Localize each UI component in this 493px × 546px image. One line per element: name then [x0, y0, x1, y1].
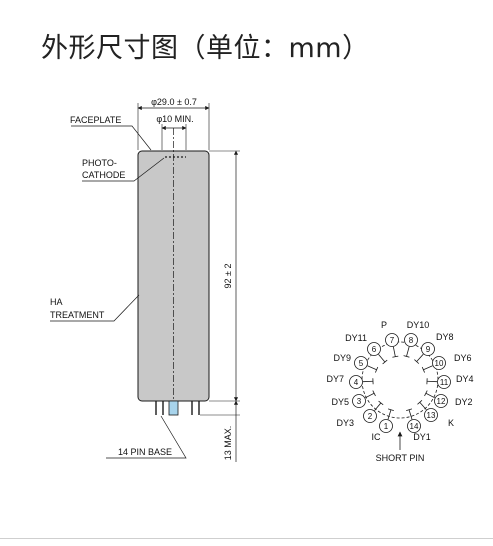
- pin-8-circle: [404, 333, 418, 347]
- pin-10-label: DY6: [454, 353, 472, 363]
- pin-3-electrode: [372, 390, 376, 397]
- pin-5-lead: [367, 365, 377, 371]
- pin-12-circle: [434, 394, 448, 408]
- pin-3-lead: [365, 392, 375, 399]
- pin-2-lead: [374, 402, 382, 411]
- pin-1-circle: [379, 419, 393, 433]
- pin-7-number: 7: [390, 336, 395, 345]
- window-dim: φ10 MIN.: [156, 114, 193, 124]
- pin-5-label: DY9: [333, 353, 351, 363]
- pin-8-lead: [406, 346, 410, 357]
- pin-1-lead: [387, 409, 392, 420]
- pin-12-number: 12: [437, 397, 446, 406]
- pin-7-lead: [392, 346, 396, 357]
- pin-12-electrode: [424, 390, 428, 397]
- pin-11-number: 11: [440, 378, 449, 387]
- pin-4-label: DY7: [326, 374, 344, 384]
- pin-dim: 13 MAX.: [223, 426, 233, 461]
- pin-12-label: DY2: [455, 397, 473, 407]
- pin-13-label: K: [448, 418, 454, 428]
- pin-6-number: 6: [372, 345, 377, 354]
- pin-5-circle: [354, 356, 368, 370]
- pin-2-electrode: [378, 400, 384, 406]
- pin-14-lead: [408, 409, 413, 420]
- short-pin-label: SHORT PIN: [376, 453, 425, 463]
- pin-11-label: DY4: [456, 374, 474, 384]
- pin-3-number: 3: [357, 397, 362, 406]
- pin-14-label: DY1: [413, 432, 431, 442]
- pin-7-circle: [385, 333, 399, 347]
- diameter-dim: φ29.0 ± 0.7: [151, 97, 197, 107]
- pin-13-circle: [424, 408, 438, 422]
- pin-7-electrode: [392, 355, 399, 358]
- pin-13-electrode: [417, 399, 423, 405]
- pin-14-electrode: [406, 408, 413, 411]
- photocathode-label-1: PHOTO-: [82, 158, 117, 168]
- pin-5-electrode: [375, 366, 379, 373]
- pin-2-circle: [363, 409, 377, 423]
- pin-1-label: IC: [372, 432, 382, 442]
- pin-key: [168, 400, 179, 416]
- pin-6-electrode: [382, 359, 388, 365]
- length-dim: 92 ± 2: [223, 264, 233, 289]
- pin-4-circle: [349, 375, 363, 389]
- pin-3-circle: [352, 394, 366, 408]
- pin-9-label: DY8: [436, 332, 454, 342]
- pin-14-number: 14: [410, 422, 419, 431]
- faceplate-label: FACEPLATE: [70, 115, 121, 125]
- pin-6-label: DY11: [345, 333, 367, 343]
- pin-10-number: 10: [435, 359, 444, 368]
- pin-13-lead: [419, 402, 427, 411]
- pin-5-number: 5: [359, 359, 364, 368]
- pin-8-electrode: [403, 355, 410, 358]
- pin-12-lead: [425, 392, 435, 399]
- pin-6-lead: [378, 354, 386, 363]
- bottom-divider: [0, 538, 493, 539]
- pin-9-lead: [416, 353, 424, 362]
- ha-label-1: HA: [50, 297, 63, 307]
- pin-9-number: 9: [426, 345, 431, 354]
- pin-14-circle: [407, 419, 421, 433]
- pin-10-circle: [432, 356, 446, 370]
- pin-1-number: 1: [384, 422, 389, 431]
- pin-9-electrode: [414, 359, 420, 364]
- pin-6-circle: [367, 342, 381, 356]
- base-label: 14 PIN BASE: [118, 447, 172, 457]
- pin-11-circle: [437, 375, 451, 389]
- photocathode-label-2: CATHODE: [82, 170, 125, 180]
- base-pins: [155, 401, 200, 415]
- pin-8-number: 8: [409, 336, 414, 345]
- pin-13-number: 13: [427, 411, 436, 420]
- pin-1-electrode: [387, 408, 394, 411]
- pin-2-number: 2: [368, 412, 373, 421]
- pin-10-lead: [423, 365, 433, 371]
- pin-2-label: DY3: [336, 418, 354, 428]
- pin-8-label: DY10: [407, 320, 430, 330]
- pin-9-circle: [421, 342, 435, 356]
- pin-3-label: DY5: [331, 397, 349, 407]
- ha-label-2: TREATMENT: [50, 310, 105, 320]
- pin-7-label: P: [381, 320, 387, 330]
- page-title: 外形尺寸图（单位：mm）: [41, 33, 370, 64]
- pin-10-electrode: [421, 366, 425, 373]
- pin-4-number: 4: [354, 378, 359, 387]
